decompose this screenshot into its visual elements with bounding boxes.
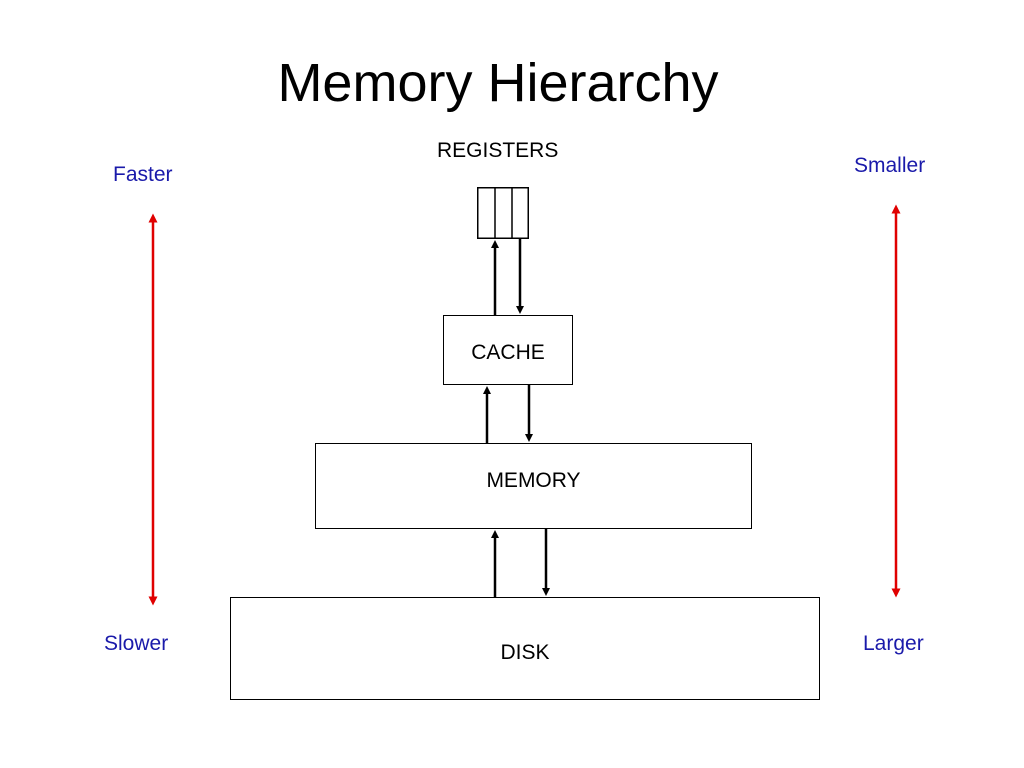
memory-box: MEMORY: [315, 443, 752, 529]
registers-cells: [477, 187, 529, 239]
disk-box: DISK: [230, 597, 820, 700]
cache-label: CACHE: [471, 341, 545, 364]
registers-label: REGISTERS: [437, 139, 559, 162]
diagram-title: Memory Hierarchy: [277, 53, 719, 113]
memory-label: MEMORY: [486, 469, 581, 492]
disk-label: DISK: [500, 641, 550, 664]
smaller-label: Smaller: [854, 154, 926, 177]
faster-label: Faster: [113, 163, 173, 186]
slower-label: Slower: [104, 632, 169, 655]
larger-label: Larger: [863, 632, 924, 655]
registers-block: [477, 187, 529, 239]
cache-box: CACHE: [443, 315, 573, 385]
